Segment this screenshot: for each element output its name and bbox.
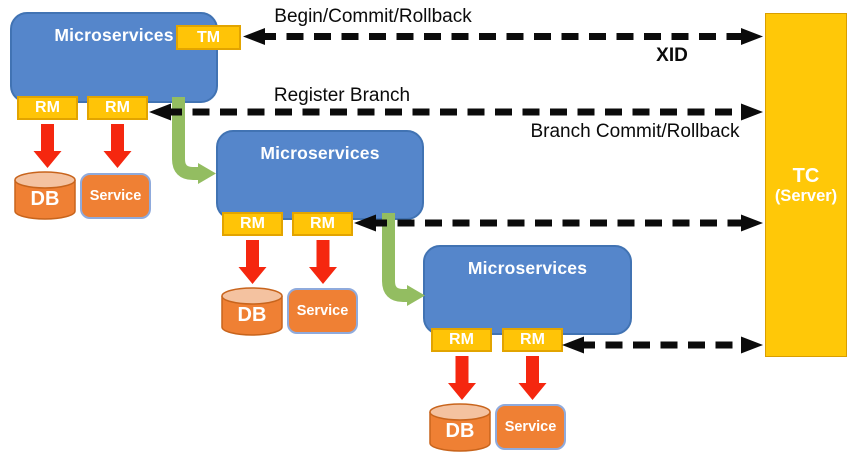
rm-badge: RM bbox=[431, 328, 492, 352]
service-box: Service bbox=[287, 288, 358, 334]
db-label: DB bbox=[30, 188, 60, 210]
label-register-branch: Register Branch bbox=[273, 85, 411, 106]
microservices-label: Microservices bbox=[467, 258, 588, 278]
green-flow-arrow-1 bbox=[172, 97, 216, 184]
label-branch-commit-rollback: Branch Commit/Rollback bbox=[530, 121, 740, 142]
rm-badge: RM bbox=[292, 212, 353, 236]
service-box: Service bbox=[495, 404, 566, 450]
dashed-arrow-branch-3 bbox=[562, 336, 763, 354]
label-xid: XID bbox=[656, 45, 688, 66]
db-cylinder: DB bbox=[429, 403, 491, 453]
microservices-label: Microservices bbox=[54, 25, 174, 45]
red-down-arrow bbox=[518, 356, 547, 400]
microservices-label: Microservices bbox=[260, 143, 380, 163]
service-box: Service bbox=[80, 173, 151, 219]
rm-badge: RM bbox=[222, 212, 283, 236]
microservices-box-3: Microservices bbox=[423, 245, 632, 335]
tc-subtitle: (Server) bbox=[774, 186, 838, 205]
rm-badge: RM bbox=[502, 328, 563, 352]
tc-label: TC bbox=[792, 164, 820, 187]
cylinder-icon bbox=[221, 287, 283, 336]
dashed-arrow-begin-xid bbox=[243, 28, 763, 45]
db-cylinder: DB bbox=[221, 287, 283, 337]
db-label: DB bbox=[237, 304, 267, 326]
red-down-arrow bbox=[33, 124, 62, 168]
label-begin-commit-rollback: Begin/Commit/Rollback bbox=[274, 6, 472, 27]
tc-server-box: TC (Server) bbox=[765, 13, 847, 357]
red-down-arrow bbox=[238, 240, 267, 284]
rm-badge: RM bbox=[87, 96, 148, 120]
green-flow-arrow-2 bbox=[382, 213, 425, 306]
dashed-arrow-register-branch bbox=[149, 103, 763, 121]
cylinder-icon bbox=[14, 171, 76, 220]
red-down-arrow bbox=[103, 124, 132, 168]
red-down-arrow bbox=[309, 240, 337, 284]
rm-badge: RM bbox=[17, 96, 78, 120]
tm-badge: TM bbox=[176, 25, 241, 50]
red-down-arrow bbox=[448, 356, 476, 400]
microservices-box-2: Microservices bbox=[216, 130, 424, 220]
db-label: DB bbox=[445, 420, 475, 442]
cylinder-icon bbox=[429, 403, 491, 452]
db-cylinder: DB bbox=[14, 171, 76, 221]
